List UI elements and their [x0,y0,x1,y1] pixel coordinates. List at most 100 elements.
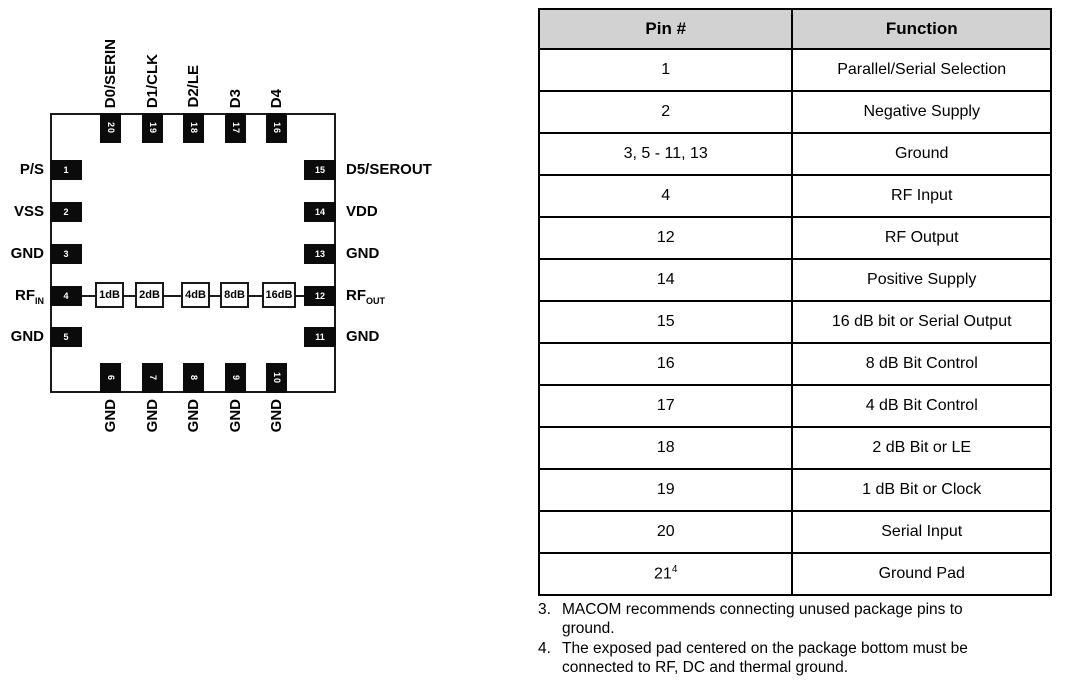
pin-number-value: 4 [661,187,671,204]
pin-5: 5 [50,327,82,347]
pin-8-label: GND [185,399,202,433]
pin-4-label-subscript: IN [35,296,44,306]
pin-16: 16 [266,113,287,143]
pin-number-cell: 2 [537,90,794,134]
pin-number-cell: 20 [537,510,794,554]
pin-18-label: D2/LE [185,65,202,108]
pin-3-number: 3 [63,248,69,259]
pin-10-label: GND [268,399,285,433]
pin-14-number: 14 [314,206,325,217]
pin-17-label-column: D3 [221,0,251,108]
footnote-number: 3. [538,601,551,618]
pin-4: 4 [50,286,82,306]
pin-19-label-column: D1/CLK [138,0,168,108]
pin-number-value: 16 [656,355,675,372]
pin-14-label: VDD [346,202,378,222]
pin-17: 17 [225,113,246,143]
footnote-line: MACOM recommends connecting unused packa… [562,601,963,618]
pin-3-label: GND [0,244,44,264]
pin-8-number: 8 [189,374,199,381]
pin-2-number: 2 [63,206,69,217]
pin-number-cell: 12 [537,216,794,260]
pin-5-label-text: GND [10,328,44,345]
pin-number-cell: 214 [537,552,794,596]
package-outline [50,113,336,393]
attenuator-2db-block: 2dB [135,282,164,308]
pin-number-cell: 4 [537,174,794,218]
pin-16-number: 16 [272,121,282,134]
attenuator-4db-block: 4dB [181,282,210,308]
pin-number-header: Pin # [537,8,794,50]
function-cell: RF Output [791,216,1052,260]
function-cell: 1 dB Bit or Clock [791,468,1052,512]
pin-13-label: GND [346,244,379,264]
footnote-4: 4.The exposed pad centered on the packag… [538,640,1028,678]
pin-number-value: 1 [661,61,671,78]
pin-15-number: 15 [314,164,325,175]
pin-13-label-text: GND [346,245,380,262]
pin-15-label-text: D5/SEROUT [346,161,432,178]
pin-1-label-text: P/S [19,161,44,178]
function-cell: Serial Input [791,510,1052,554]
pin-6: 6 [100,363,121,393]
function-header: Function [791,8,1052,50]
pin-7: 7 [142,363,163,393]
pin-number-value: 15 [656,313,675,330]
pin-12-number: 12 [314,290,325,301]
function-cell: Ground Pad [791,552,1052,596]
pin-15-label: D5/SEROUT [346,160,432,180]
pin-9-number: 9 [231,374,241,381]
pin-10: 10 [266,363,287,393]
footnote-number: 4. [538,639,551,657]
function-cell: Parallel/Serial Selection [791,48,1052,92]
pin-12-label-text: RF [346,287,366,304]
table-row: 15 16 dB bit or Serial Output [537,300,1052,344]
pin-20-label: D0/SERIN [102,38,119,108]
pin-2-label: VSS [0,202,44,222]
pin-17-number: 17 [231,121,241,134]
pin-number-value: 12 [656,229,675,246]
pin-number-cell: 17 [537,384,794,428]
pin-number-cell: 3, 5 - 11, 13 [537,132,794,176]
pin-19-number: 19 [148,121,158,134]
function-cell: 4 dB Bit Control [791,384,1052,428]
pin-12-label: RFOUT [346,286,385,306]
pin-5-label: GND [0,327,44,347]
pin-19: 19 [142,113,163,143]
footnote-text: MACOM recommends connecting unused packa… [562,601,1028,639]
pin-1-label: P/S [0,160,44,180]
function-cell: 16 dB bit or Serial Output [791,300,1052,344]
pin-15: 15 [304,160,336,180]
function-cell: Ground [791,132,1052,176]
footnote-line: connected to RF, DC and thermal ground. [562,658,849,676]
function-cell: Negative Supply [791,90,1052,134]
pin-5-number: 5 [63,331,69,342]
pin-13-number: 13 [314,248,325,259]
pin-4-number: 4 [63,290,69,301]
pin-number-value: 21 [654,565,672,583]
pin-1: 1 [50,160,82,180]
pin-11-label: GND [346,327,379,347]
pin-2-label-text: VSS [13,203,44,220]
pin-16-label: D4 [268,88,285,108]
function-cell: 2 dB Bit or LE [791,426,1052,470]
attenuator-8db-block: 8dB [220,282,249,308]
pin-number-cell: 1 [537,48,794,92]
pin-17-label: D3 [227,88,244,108]
function-cell: Positive Supply [791,258,1052,302]
footnote-line: ground. [562,619,615,637]
attenuator-1db-block: 1dB [95,282,124,308]
pin-16-label-column: D4 [262,0,292,108]
pin-number-cell: 19 [537,468,794,512]
pin-number-cell: 18 [537,426,794,470]
